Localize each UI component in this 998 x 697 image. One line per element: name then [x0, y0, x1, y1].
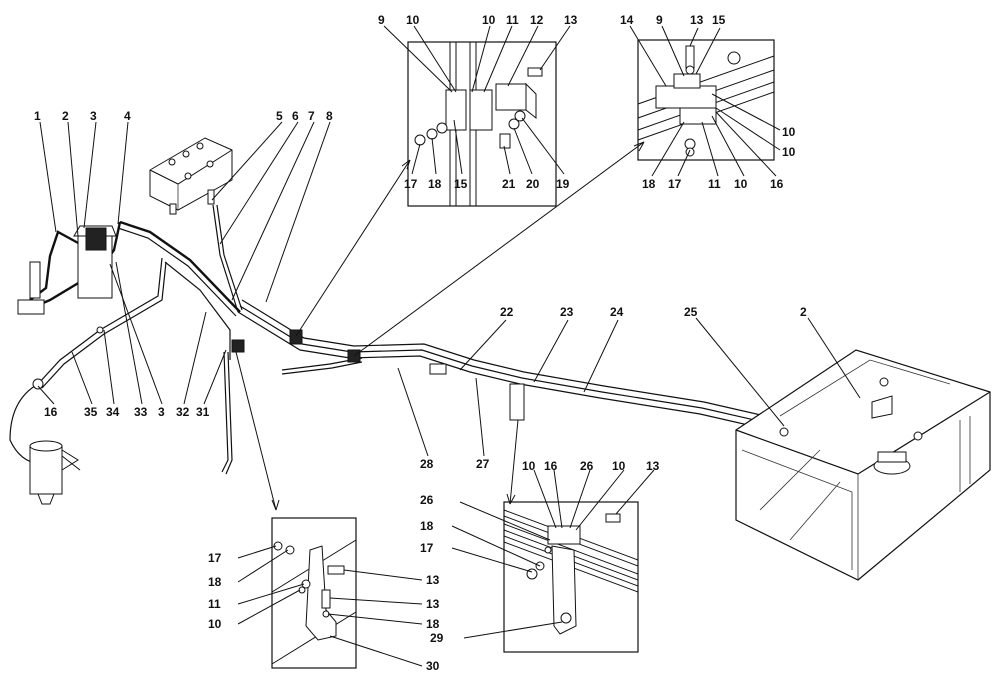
- callout-1: 1: [34, 109, 41, 123]
- inset-d-callout-26-side: 26: [420, 493, 434, 507]
- inset-d-callout-18: 18: [420, 519, 434, 533]
- callout-28: 28: [420, 457, 434, 471]
- inset-b-callout-13: 13: [690, 13, 704, 27]
- fuel-tank: [735, 349, 991, 581]
- inset-a-callout-21: 21: [502, 177, 516, 191]
- coarse-fuel-filter: [29, 440, 81, 505]
- callout-35: 35: [84, 405, 98, 419]
- inset-a-callout-15: 15: [454, 177, 468, 191]
- inset-b-callout-9: 9: [656, 13, 663, 27]
- callout-24: 24: [610, 305, 624, 319]
- inset-c-callout-10: 10: [208, 617, 222, 631]
- inset-clamp-detail-d: [503, 501, 639, 653]
- inset-a-callout-13: 13: [564, 13, 578, 27]
- inset-clamp-detail-b: [637, 39, 775, 161]
- inset-a-callout-18: 18: [428, 177, 442, 191]
- callout-32: 32: [176, 405, 190, 419]
- fine-fuel-filter: [17, 225, 117, 315]
- inset-c-callout-17: 17: [208, 551, 222, 565]
- inset-b-callout-10-lower: 10: [734, 177, 748, 191]
- inset-a-callout-10-first: 10: [406, 13, 420, 27]
- callout-25: 25: [684, 305, 698, 319]
- callout-34: 34: [106, 405, 120, 419]
- callout-5: 5: [276, 109, 283, 123]
- inset-a-callout-19: 19: [556, 177, 570, 191]
- callout-2: 2: [62, 109, 69, 123]
- fuel-pump-block: [149, 137, 233, 215]
- inset-d-callout-17: 17: [420, 541, 434, 555]
- inset-d-callout-29: 29: [430, 631, 444, 645]
- callout-31: 31: [196, 405, 210, 419]
- inset-a-callout-9: 9: [378, 13, 385, 27]
- callout-23: 23: [560, 305, 574, 319]
- inset-c-callout-13-upper: 13: [426, 573, 440, 587]
- inset-a-callout-11: 11: [506, 13, 519, 27]
- callout-3: 3: [90, 109, 97, 123]
- inset-c-callout-18-left: 18: [208, 575, 222, 589]
- callout-7: 7: [308, 109, 315, 123]
- inset-d-callout-10-right: 10: [612, 459, 626, 473]
- inset-b-callout-11: 11: [708, 177, 721, 191]
- inset-c-callout-18-right: 18: [426, 617, 440, 631]
- callout-27: 27: [476, 457, 490, 471]
- callout-leaders: [37, 25, 861, 667]
- inset-a-callout-12: 12: [530, 13, 544, 27]
- leader-arrows: [235, 141, 645, 511]
- callout-16-left: 16: [44, 405, 58, 419]
- inset-d-callout-10-left: 10: [522, 459, 536, 473]
- callout-33: 33: [134, 405, 148, 419]
- inset-c-callout-11: 11: [208, 597, 221, 611]
- inset-d-callout-16: 16: [544, 459, 558, 473]
- callout-22: 22: [500, 305, 514, 319]
- inset-b-callout-17: 17: [668, 177, 682, 191]
- inset-b-callout-10-middle: 10: [782, 145, 796, 159]
- callout-6: 6: [292, 109, 299, 123]
- inset-d-callout-13: 13: [646, 459, 660, 473]
- inset-c-callout-30: 30: [426, 659, 440, 673]
- inset-d-callout-26-top: 26: [580, 459, 594, 473]
- callout-8: 8: [326, 109, 333, 123]
- inset-a-callout-17: 17: [404, 177, 418, 191]
- inset-b-callout-14: 14: [620, 13, 634, 27]
- inset-b-callout-10-upper: 10: [782, 125, 796, 139]
- pipe-clamps: [32, 326, 789, 437]
- callout-4: 4: [124, 109, 131, 123]
- inset-clamp-detail-a: [407, 41, 557, 207]
- inset-a-callout-10-second: 10: [482, 13, 496, 27]
- inset-b-callout-18: 18: [642, 177, 656, 191]
- inset-clamp-detail-c: [271, 517, 357, 669]
- inset-c-callout-13-lower: 13: [426, 597, 440, 611]
- callout-3-lower: 3: [158, 405, 165, 419]
- callout-labels: 1 2 3 4 5 6 7 8 16 35 34 33 3 32 31 28 2…: [34, 13, 807, 673]
- inset-b-callout-16: 16: [770, 177, 784, 191]
- callout-2-tank: 2: [800, 305, 807, 319]
- inset-b-callout-15: 15: [712, 13, 726, 27]
- inset-a-callout-20: 20: [526, 177, 540, 191]
